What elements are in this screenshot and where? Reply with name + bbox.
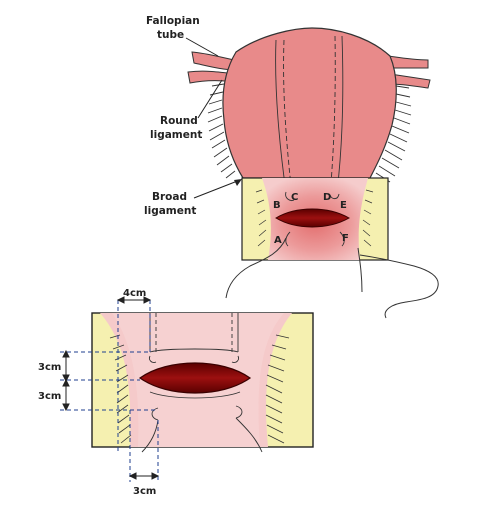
right-round-ligament-band [389,73,431,89]
dimension-bottom-width-label: 3cm [133,486,156,497]
lower-segment-box [241,177,389,261]
fallopian-tube-label-line2: tube [157,29,184,41]
left-hatch-marks [207,83,236,179]
broad-ligament-label-line2: ligament [144,205,196,217]
suture-tail-right-loop [359,254,439,319]
dimension-arrows [62,296,160,480]
enlarged-lower-segment [91,312,314,453]
bottom-right-hatch [265,334,290,444]
dimension-guides [60,300,159,482]
fallopian-tube-label-line1: Fallopian [146,15,200,27]
uterus-figure: B C D E A F [187,27,439,319]
right-fallopian-tube [387,55,429,69]
round-ligament-label-line1: Round [160,115,198,127]
dimension-top-width-label: 4cm [123,288,146,299]
point-a-label: A [274,235,282,246]
suture-line-right-inner [329,35,336,196]
uterus-body [222,27,397,179]
broad-ligament-label-line1: Broad [152,191,187,203]
point-b-label: B [273,200,281,211]
dimension-vertical-lower-label: 3cm [38,391,61,402]
suture-line-left-outer [275,39,287,193]
point-f-label: F [342,233,349,244]
suture-tail-left [225,237,287,299]
callout-round-ligament: Round ligament [150,79,223,141]
dimension-vertical-upper-label: 3cm [38,362,61,373]
point-c-label: C [291,192,298,203]
point-d-label: D [323,192,331,203]
suture-tail-right [357,247,363,293]
suture-line-right-outer [336,35,344,193]
incision-small [275,208,351,228]
callout-broad-ligament: Broad ligament [144,179,242,217]
incision-large [138,362,252,394]
point-e-label: E [340,200,347,211]
round-ligament-label-line2: ligament [150,129,202,141]
callout-fallopian-tube: Fallopian tube [146,15,219,57]
